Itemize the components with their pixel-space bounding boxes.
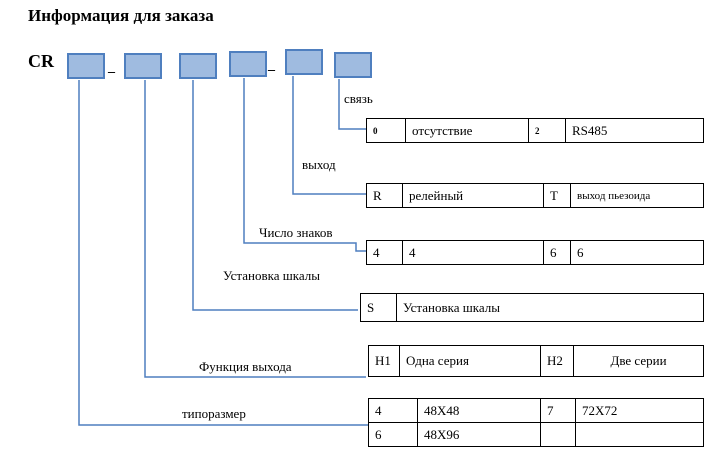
- table-output-function: H1 Одна серия H2 Две серии: [368, 345, 704, 377]
- table-cell: S: [360, 293, 397, 322]
- table-row: 6 48X96: [368, 422, 704, 447]
- table-cell: 6: [368, 422, 418, 447]
- table-digits: 4 4 6 6: [366, 240, 704, 265]
- table-cell: отсутствие: [405, 118, 529, 143]
- table-cell: 4: [366, 240, 403, 265]
- table-cell: 48X96: [417, 422, 541, 447]
- table-cell: 48X48: [417, 398, 541, 423]
- code-box-output-function: [124, 53, 162, 79]
- table-cell: RS485: [565, 118, 704, 143]
- table-cell: H2: [540, 345, 574, 377]
- table-cell: Две серии: [573, 345, 704, 377]
- code-box-scale: [179, 53, 217, 79]
- table-row: H1 Одна серия H2 Две серии: [368, 345, 704, 377]
- table-cell: Установка шкалы: [396, 293, 704, 322]
- table-cell: 6: [543, 240, 571, 265]
- connector-communication: [338, 79, 366, 130]
- table-cell: 4: [402, 240, 544, 265]
- table-cell: 7: [540, 398, 576, 423]
- table-row: 0 отсутствие 2 RS485: [366, 118, 704, 143]
- table-row: 4 48X48 7 72X72: [368, 398, 704, 423]
- label-digits: Число знаков: [259, 225, 333, 240]
- table-cell: 72X72: [575, 398, 704, 423]
- table-output: R релейный T выход пьезоида: [366, 183, 704, 208]
- label-communication: связь: [344, 91, 373, 106]
- separator-dash: _: [108, 60, 115, 75]
- table-cell: релейный: [402, 183, 544, 208]
- table-cell: [540, 422, 576, 447]
- connector-size: [78, 80, 368, 426]
- code-box-digits: [229, 51, 267, 77]
- connector-digits: [243, 78, 366, 252]
- table-cell: 2: [528, 118, 566, 143]
- table-communication: 0 отсутствие 2 RS485: [366, 118, 704, 143]
- model-code: CR: [28, 51, 54, 71]
- code-box-size: [67, 53, 105, 79]
- table-cell: H1: [368, 345, 400, 377]
- table-cell: Одна серия: [399, 345, 541, 377]
- label-size: типоразмер: [182, 406, 246, 421]
- table-row: R релейный T выход пьезоида: [366, 183, 704, 208]
- table-row: S Установка шкалы: [360, 293, 704, 322]
- connector-output-function: [144, 80, 366, 378]
- table-cell: 4: [368, 398, 418, 423]
- code-box-output: [285, 49, 323, 75]
- page-title: Информация для заказа: [28, 6, 214, 25]
- separator-dash: _: [268, 58, 275, 73]
- connector-scale: [192, 80, 358, 311]
- connector-output: [292, 76, 366, 195]
- label-output-function: Функция выхода: [199, 359, 292, 374]
- table-row: 4 4 6 6: [366, 240, 704, 265]
- table-cell: R: [366, 183, 403, 208]
- table-size: 4 48X48 7 72X72 6 48X96: [368, 398, 704, 447]
- label-scale: Установка шкалы: [223, 268, 320, 283]
- table-cell: [575, 422, 704, 447]
- table-cell: T: [543, 183, 571, 208]
- label-output: выход: [302, 157, 336, 172]
- table-cell: выход пьезоида: [570, 183, 704, 208]
- code-box-communication: [334, 52, 372, 78]
- table-cell: 6: [570, 240, 704, 265]
- table-scale: S Установка шкалы: [360, 293, 704, 322]
- table-cell: 0: [366, 118, 406, 143]
